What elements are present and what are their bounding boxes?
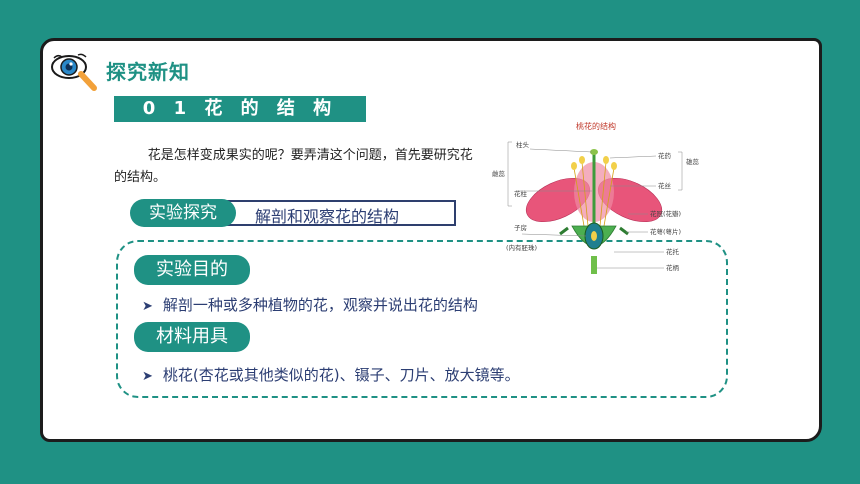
label-ovary: 子房 — [514, 223, 527, 232]
materials-label-pill: 材料用具 — [134, 322, 250, 352]
peach-flower-diagram: 桃花的结构 柱头 花药 雄蕊 花丝 雌蕊 花柱 — [492, 121, 700, 274]
arrow-right-icon: ➤ — [142, 299, 153, 314]
experiment-title: 解剖和观察花的结构 — [255, 207, 400, 226]
label-pedicel: 花柄 — [666, 263, 680, 272]
stigma — [590, 149, 598, 155]
pedicel — [591, 256, 597, 274]
ovule — [591, 231, 597, 241]
label-stigma: 柱头 — [516, 140, 530, 149]
label-corolla: 花冠(花瓣) — [650, 209, 681, 218]
subheading-banner: 0 1 花 的 结 构 — [114, 96, 366, 122]
eye-magnifier-icon — [51, 53, 97, 91]
label-ovule-note: (内有胚珠) — [506, 243, 537, 252]
label-stamen: 雄蕊 — [686, 157, 700, 166]
arrow-right-icon: ➤ — [142, 369, 153, 384]
anthers — [571, 156, 617, 170]
label-pistil: 雌蕊 — [492, 169, 506, 178]
label-filament: 花丝 — [658, 181, 672, 190]
label-anther: 花药 — [658, 151, 672, 160]
label-receptacle: 花托 — [666, 247, 680, 256]
leader-lines — [507, 141, 683, 269]
goal-bullet: ➤ 解剖一种或多种植物的花，观察并说出花的结构 — [142, 294, 478, 315]
sepals — [559, 226, 629, 236]
section-title: 探究新知 — [106, 60, 190, 84]
dashed-content-box — [116, 240, 728, 398]
goal-text: 解剖一种或多种植物的花，观察并说出花的结构 — [162, 296, 478, 314]
intro-paragraph: 花是怎样变成果实的呢？要弄清这个问题，首先要研究花的结构。 — [114, 148, 473, 185]
materials-text: 桃花(杏花或其他类似的花)、镊子、刀片、放大镜等。 — [162, 366, 520, 384]
label-calyx: 花萼(萼片) — [650, 227, 681, 236]
goal-label-pill: 实验目的 — [134, 255, 250, 285]
experiment-label-pill: 实验探究 — [130, 199, 236, 227]
label-style: 花柱 — [514, 189, 528, 198]
diagram-title: 桃花的结构 — [576, 121, 616, 131]
materials-bullet: ➤ 桃花(杏花或其他类似的花)、镊子、刀片、放大镜等。 — [142, 364, 520, 385]
